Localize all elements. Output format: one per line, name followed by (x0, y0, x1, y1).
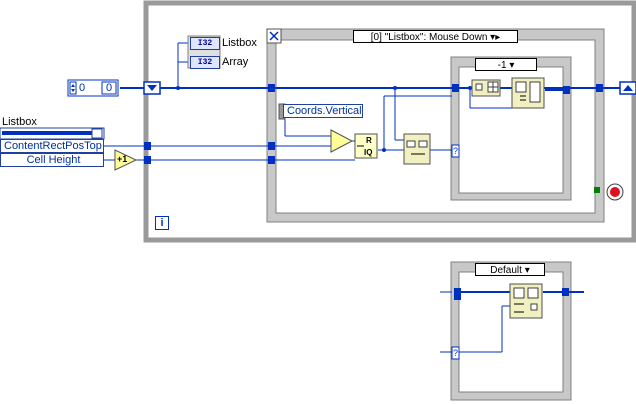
listbox-property-node-header[interactable] (0, 127, 105, 140)
coords-vertical-node[interactable]: Coords.Vertical (283, 104, 363, 118)
quotient-r-glyph: R (366, 136, 372, 145)
while-loop[interactable] (143, 0, 636, 243)
subtract-node[interactable] (330, 129, 354, 153)
iteration-terminal[interactable]: i (155, 216, 169, 230)
chevron-down-icon[interactable]: ▾▸ (490, 32, 501, 43)
inner-case-structure[interactable] (450, 56, 572, 201)
event-data-listbox-label: Listbox (222, 37, 257, 49)
quotient-remainder-node[interactable] (354, 133, 378, 159)
event-data-listbox-tag: I32 (190, 37, 220, 50)
listbox-subvi-node[interactable] (403, 133, 431, 165)
case-selector-terminal-default[interactable] (451, 346, 460, 360)
property-cell-height[interactable]: Cell Height (0, 153, 104, 167)
default-case-selector[interactable]: Default ▾ (475, 263, 545, 276)
case-selector-terminal-inner[interactable] (451, 144, 460, 158)
event-data-array-label: Array (222, 56, 249, 68)
event-case-selector[interactable]: [0] "Listbox": Mouse Down ▾▸ (353, 30, 518, 43)
event-case-label: [0] "Listbox": Mouse Down (370, 32, 488, 43)
shift-register-right[interactable] (619, 81, 636, 95)
numeric-control-value[interactable]: 0 (79, 82, 86, 94)
listbox-label: Listbox (2, 116, 37, 128)
wire-junctions (176, 86, 472, 152)
chevron-down-icon[interactable]: ▾ (509, 60, 515, 71)
chevron-down-icon[interactable]: ▾ (524, 265, 530, 276)
numeric-control[interactable] (67, 79, 119, 97)
numeric-indicator-value: 0 (106, 82, 113, 94)
quotient-iq-glyph: IQ (364, 148, 373, 157)
inner-case-label: -1 (497, 60, 507, 71)
event-timeout-icon[interactable] (266, 28, 282, 44)
stop-condition-terminal[interactable] (594, 183, 624, 201)
default-case-array-node[interactable] (509, 283, 543, 319)
inner-case-selector[interactable]: -1 ▾ (475, 58, 537, 71)
event-data-array-tag: I32 (190, 56, 220, 69)
default-selector-glyph: ? (453, 348, 459, 358)
default-case-structure[interactable] (450, 261, 572, 401)
inner-selector-glyph: ? (453, 146, 459, 156)
tunnels[interactable] (144, 84, 603, 300)
delete-from-array-node[interactable] (511, 77, 545, 109)
build-array-node[interactable] (471, 79, 501, 97)
shift-register-left[interactable] (143, 81, 161, 95)
default-case-label: Default (490, 265, 522, 276)
increment-node[interactable] (114, 149, 138, 171)
property-content-rect-pos-top[interactable]: ContentRectPosTop (0, 139, 104, 153)
increment-glyph: +1 (117, 154, 128, 164)
